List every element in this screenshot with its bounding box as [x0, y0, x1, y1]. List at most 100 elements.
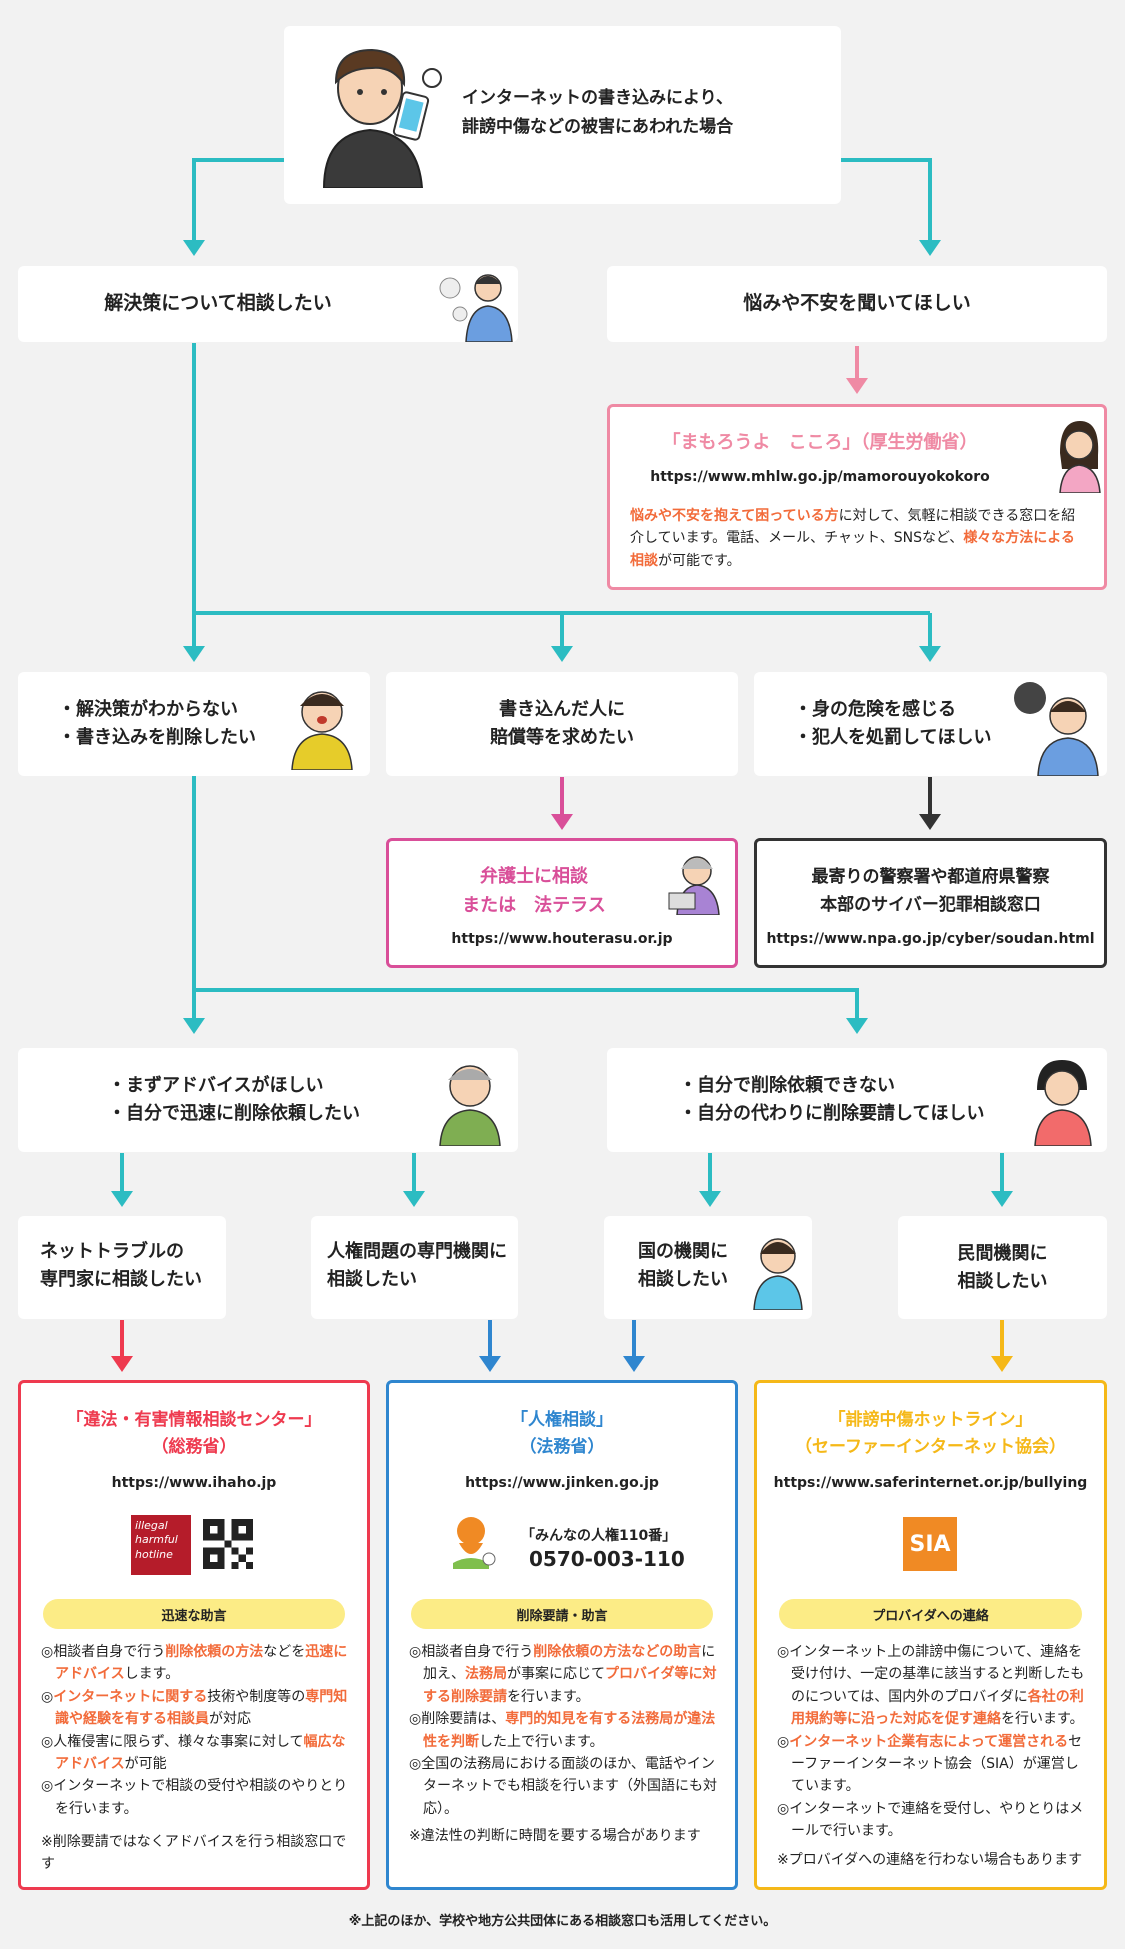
body-text: ◎インターネットで連絡を受付し、やりとりはメールで行います。	[777, 1800, 1084, 1840]
branch-solution-label: 解決策について相談したい	[104, 292, 332, 315]
sia-url[interactable]: https://www.saferinternet.or.jp/bullying	[773, 1475, 1088, 1491]
lawyer-box: 弁護士に相談 または 法テラス https://www.houterasu.or…	[386, 838, 738, 968]
jinken-phone[interactable]: 0570-003-110	[529, 1547, 685, 1571]
highlight-text: 迅速にアドバイス	[55, 1644, 348, 1683]
highlight-text: 幅広なアドバイス	[55, 1733, 346, 1772]
arrowheads	[111, 240, 1013, 1372]
boy-icon	[753, 1238, 803, 1310]
sia-title: 「誹謗中傷ホットライン」 （セーファーインターネット協会）	[757, 1407, 1104, 1461]
body-text: に加え、	[423, 1644, 716, 1683]
body-text: を行います。	[1001, 1711, 1084, 1728]
kokoro-description: 悩みや不安を抱えて困っている方に対して、気軽に相談できる窓口を紹介しています。電…	[630, 505, 1085, 572]
body-text: した上で行います。	[479, 1733, 604, 1750]
person-with-phone-illustration	[322, 48, 442, 188]
jinken-url[interactable]: https://www.jinken.go.jp	[465, 1475, 659, 1491]
branch-worry-label: 悩みや不安を聞いてほしい	[743, 292, 971, 315]
advice-box: ・まずアドバイスがほしい ・自分で迅速に削除依頼したい	[18, 1048, 518, 1152]
jinken-pill: 削除要請・助言	[411, 1599, 713, 1629]
jinken-mascot-icon	[453, 1517, 496, 1569]
connector-top-left	[192, 158, 284, 242]
elderly-woman-laptop-icon	[668, 856, 720, 915]
danger-label: ・身の危険を感じる ・犯人を処罰してほしい	[794, 699, 992, 748]
human-rights-box: 人権問題の専門機関に 相談したい	[311, 1216, 518, 1319]
kokoro-url[interactable]: https://www.mhlw.go.jp/mamorouyokokoro	[650, 469, 990, 485]
jinken-description-item: ◎全国の法務局における面談のほか、電話やインターネットでも相談を行います（外国語…	[409, 1753, 721, 1820]
advice-label: ・まずアドバイスがほしい ・自分で迅速に削除依頼したい	[108, 1075, 360, 1124]
police-title: 最寄りの警察署や都道府県警察 本部のサイバー犯罪相談窓口	[757, 863, 1104, 919]
ihaho-logo-harmful: harmful	[135, 1533, 178, 1547]
lawyer-title: 弁護士に相談 または 法テラス	[389, 863, 679, 921]
highlight-text: 様々な方法による相談	[630, 530, 1075, 569]
lawyer-title-2: または 法テラス	[462, 894, 606, 916]
police-title-1: 最寄りの警察署や都道府県警察	[811, 867, 1050, 887]
sia-title-2: （セーファーインターネット協会）	[795, 1437, 1066, 1458]
ihaho-logo-hotline: hotline	[135, 1547, 173, 1561]
body-text: ◎削除要請は、	[409, 1711, 506, 1728]
girl-with-tablet-icon	[1034, 1060, 1092, 1146]
delegate-box: ・自分で削除依頼できない ・自分の代わりに削除要請してほしい	[607, 1048, 1107, 1152]
connector-row4-bar	[194, 988, 859, 1020]
unknown-solution-box: ・解決策がわからない ・書き込みを削除したい	[18, 672, 370, 776]
police-url[interactable]: https://www.npa.go.jp/cyber/soudan.html	[766, 931, 1095, 947]
highlight-text: インターネット企業有志によって運営される	[789, 1733, 1069, 1750]
ihaho-description-item: ◎人権侵害に限らず、様々な事案に対して幅広なアドバイスが可能	[41, 1731, 353, 1776]
jinken-description: ◎相談者自身で行う削除依頼の方法などの助言に加え、法務局が事案に応じてプロバイダ…	[409, 1641, 721, 1820]
highlight-text: 法務局	[465, 1666, 507, 1683]
highlight-text: 悩みや不安を抱えて困っている方	[630, 508, 839, 524]
jinken-description-item: ◎削除要請は、専門的知見を有する法務局が違法性を判断した上で行います。	[409, 1708, 721, 1753]
police-box: 最寄りの警察署や都道府県警察 本部のサイバー犯罪相談窓口 https://www…	[754, 838, 1107, 968]
body-text: が可能です。	[658, 552, 741, 569]
jinken-title: 「人権相談」 （法務省）	[389, 1407, 735, 1461]
body-text: ◎	[777, 1733, 790, 1750]
ihaho-pill: 迅速な助言	[43, 1599, 345, 1629]
danger-box: ・身の危険を感じる ・犯人を処罰してほしい	[754, 672, 1107, 776]
body-text: 技術や制度等の	[207, 1688, 306, 1705]
highlight-text: 各社の利用規約等に沿った対応を促す連絡	[791, 1688, 1084, 1728]
body-text: ◎相談者自身で行う	[409, 1644, 534, 1660]
sia-pill: プロバイダへの連絡	[779, 1599, 1082, 1629]
jinken-title-2: （法務省）	[519, 1437, 605, 1458]
ihaho-description-item: ◎インターネットに関する技術や制度等の専門知識や経験を有する相談員が対応	[41, 1686, 353, 1731]
situation-box: インターネットの書き込みにより、 誹謗中傷などの被害にあわれた場合	[284, 26, 841, 204]
body-text: などを	[263, 1644, 306, 1660]
jinken-card: 「人権相談」 （法務省） https://www.jinken.go.jp 「み…	[386, 1380, 738, 1890]
body-text: ◎人権侵害に限らず、様々な事案に対して	[41, 1733, 304, 1750]
highlight-text: 削除依頼の方法	[165, 1644, 264, 1660]
elderly-man-on-phone-icon	[439, 1065, 501, 1146]
sia-title-1: 「誹謗中傷ホットライン」	[828, 1410, 1033, 1430]
body-text: が事案に応じて	[507, 1666, 605, 1683]
unknown-solution-label: ・解決策がわからない ・書き込みを削除したい	[58, 699, 256, 748]
body-text: ◎相談者自身で行う	[41, 1644, 166, 1660]
situation-line-1: インターネットの書き込みにより、	[462, 88, 733, 108]
sia-description-item: ◎インターネットで連絡を受付し、やりとりはメールで行います。	[777, 1798, 1089, 1843]
private-label: 民間機関に 相談したい	[957, 1242, 1048, 1292]
private-box: 民間機関に 相談したい	[898, 1216, 1107, 1319]
ihaho-description: ◎相談者自身で行う削除依頼の方法などを迅速にアドバイスします。◎インターネットに…	[41, 1641, 353, 1820]
highlight-text: 削除依頼の方法などの助言	[533, 1644, 702, 1660]
thinking-man-icon	[439, 274, 513, 342]
sia-description: ◎インターネット上の誹謗中傷について、連絡を受け付け、一定の基準に該当すると判断…	[777, 1641, 1089, 1843]
jinken-phone-label: 「みんなの人権110番」	[521, 1528, 677, 1544]
ihaho-note: ※削除要請ではなくアドバイスを行う相談窓口です	[41, 1834, 347, 1873]
ihaho-description-item: ◎相談者自身で行う削除依頼の方法などを迅速にアドバイスします。	[41, 1641, 353, 1686]
sia-description-item: ◎インターネット企業有志によって運営されるセーファーインターネット協会（SIA）…	[777, 1731, 1089, 1798]
body-text: セーファーインターネット協会（SIA）が運営しています。	[791, 1733, 1083, 1795]
branch-solution-box: 解決策について相談したい	[18, 266, 518, 342]
ihaho-url[interactable]: https://www.ihaho.jp	[111, 1475, 277, 1491]
lawyer-url[interactable]: https://www.houterasu.or.jp	[451, 931, 673, 947]
compensation-label: 書き込んだ人に 賠償等を求めたい	[490, 699, 634, 748]
body-text: ◎インターネット上の誹謗中傷について、連絡を受け付け、一定の基準に該当すると判断…	[777, 1644, 1085, 1705]
scared-man-on-phone-icon	[1014, 682, 1099, 776]
body-text: ◎	[41, 1688, 54, 1705]
sia-description-item: ◎インターネット上の誹謗中傷について、連絡を受け付け、一定の基準に該当すると判断…	[777, 1641, 1089, 1731]
sia-note: ※プロバイダへの連絡を行わない場合もあります	[777, 1852, 1083, 1868]
highlight-text: 専門知識や経験を有する相談員	[55, 1688, 348, 1728]
connector-top-right	[841, 158, 932, 242]
ihaho-card: 「違法・有害情報相談センター」 （総務省） https://www.ihaho.…	[18, 1380, 370, 1890]
woman-with-phone-icon	[1059, 421, 1101, 493]
body-text: ◎全国の法務局における面談のほか、電話やインターネットでも相談を行います（外国語…	[409, 1755, 717, 1817]
net-expert-label: ネットトラブルの 専門家に相談したい	[40, 1241, 202, 1290]
distressed-man-icon	[291, 691, 353, 770]
footer-note: ※上記のほか、学校や地方公共団体にある相談窓口も活用してください。	[348, 1914, 777, 1929]
